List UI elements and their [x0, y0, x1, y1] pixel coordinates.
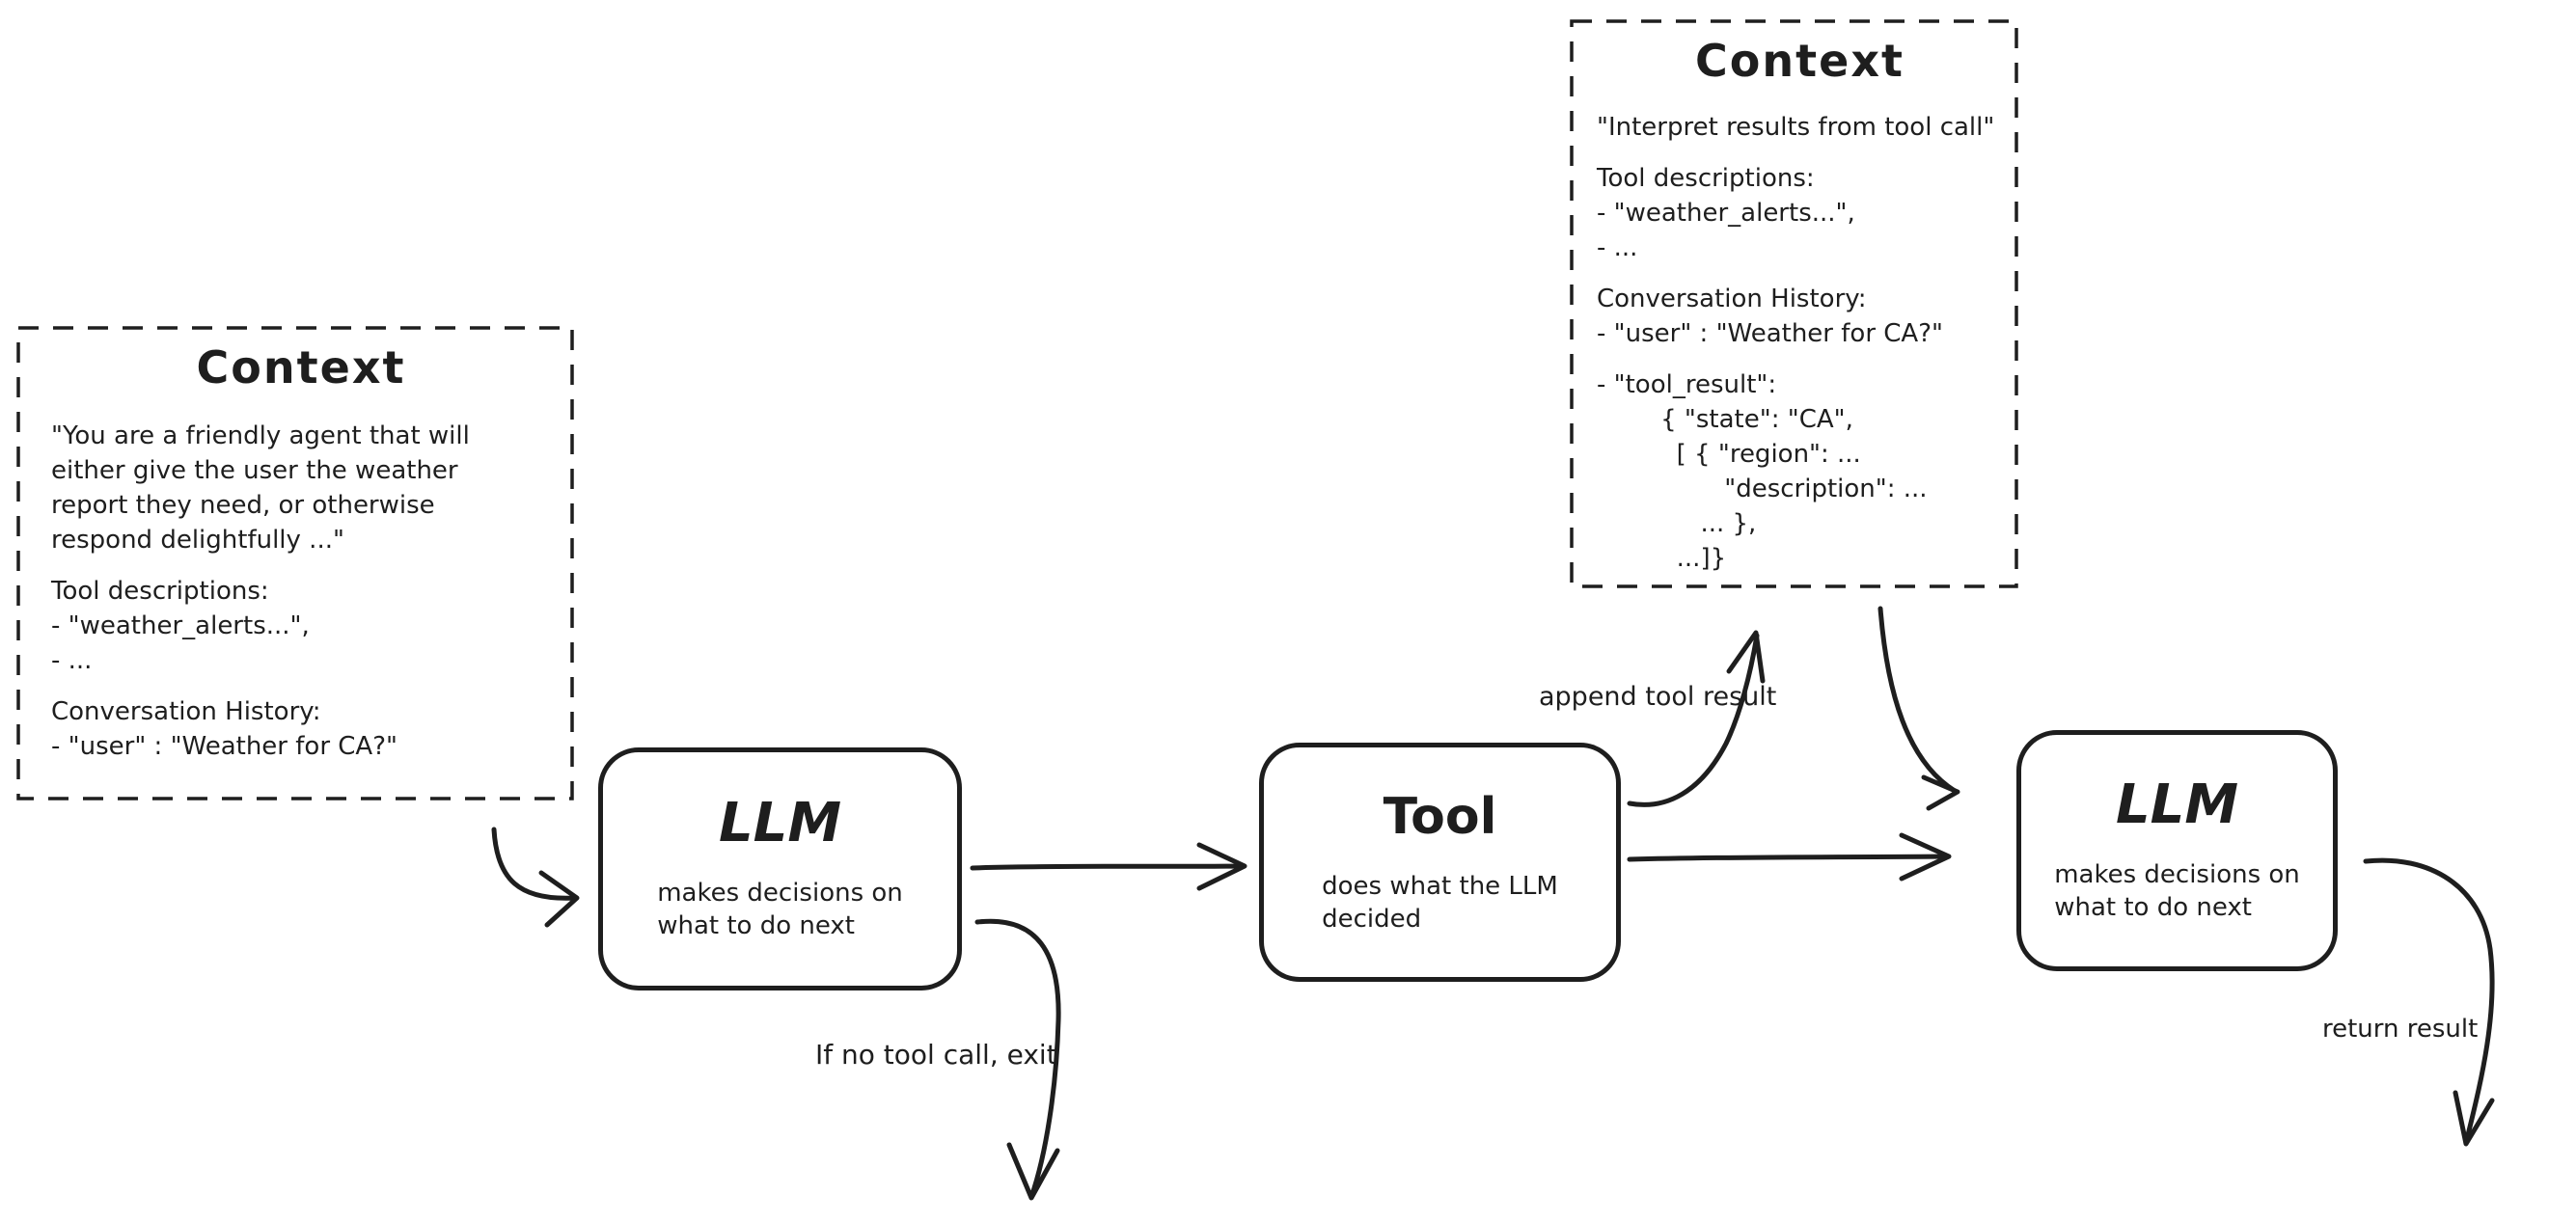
- context-paragraph: Tool descriptions: - "weather_alerts..."…: [1597, 164, 1855, 262]
- llm-node-1-title: LLM: [718, 792, 842, 855]
- tool-node-title: Tool: [1383, 788, 1497, 846]
- context-paragraph: - "tool_result": { "state": "CA", [ { "r…: [1597, 370, 1928, 573]
- arrow-tool-to-context2: [1627, 630, 1766, 807]
- llm-node-2-subtitle: makes decisions on what to do next: [2054, 860, 2300, 922]
- arrow-llm2-return: [2363, 857, 2495, 1147]
- arrow-context2-to-llm2: [1877, 606, 1960, 811]
- arrow-tool-to-llm2: [1627, 832, 1952, 882]
- llm-node-2: LLM makes decisions on what to do next: [2016, 730, 2338, 971]
- context-box-1: Context "You are a friendly agent that w…: [16, 326, 574, 800]
- context-box-2-body: "Interpret results from tool call" Tool d…: [1597, 110, 2003, 576]
- context-box-2: Context "Interpret results from tool cal…: [1570, 19, 2018, 588]
- llm-node-2-title: LLM: [2115, 773, 2239, 836]
- context-paragraph: Conversation History: - "user" : "Weathe…: [51, 697, 397, 761]
- context-paragraph: "Interpret results from tool call": [1597, 113, 1995, 142]
- context-box-1-title: Context: [196, 341, 406, 393]
- arrow-context1-to-llm1: [491, 827, 580, 928]
- arrow-llm1-to-tool: [970, 842, 1247, 891]
- context-paragraph: Tool descriptions: - "weather_alerts..."…: [51, 577, 310, 675]
- llm-node-1: LLM makes decisions on what to do next: [598, 747, 962, 990]
- context-box-2-border: [1570, 19, 2018, 588]
- if-no-tool-call-exit-label: If no tool call, exit: [815, 1039, 1057, 1071]
- context-box-1-border: [16, 326, 574, 800]
- context-paragraph: "You are a friendly agent that will eith…: [51, 421, 470, 555]
- context-box-2-title: Context: [1695, 35, 1905, 87]
- context-box-1-body: "You are a friendly agent that will eith…: [51, 419, 551, 764]
- tool-node: Tool does what the LLM decided: [1259, 743, 1621, 982]
- tool-node-subtitle: does what the LLM decided: [1322, 872, 1558, 934]
- llm-node-1-subtitle: makes decisions on what to do next: [657, 879, 903, 940]
- append-tool-result-label: append tool result: [1539, 682, 1777, 712]
- return-result-label: return result: [2322, 1015, 2479, 1044]
- context-paragraph: Conversation History: - "user" : "Weathe…: [1597, 285, 1943, 348]
